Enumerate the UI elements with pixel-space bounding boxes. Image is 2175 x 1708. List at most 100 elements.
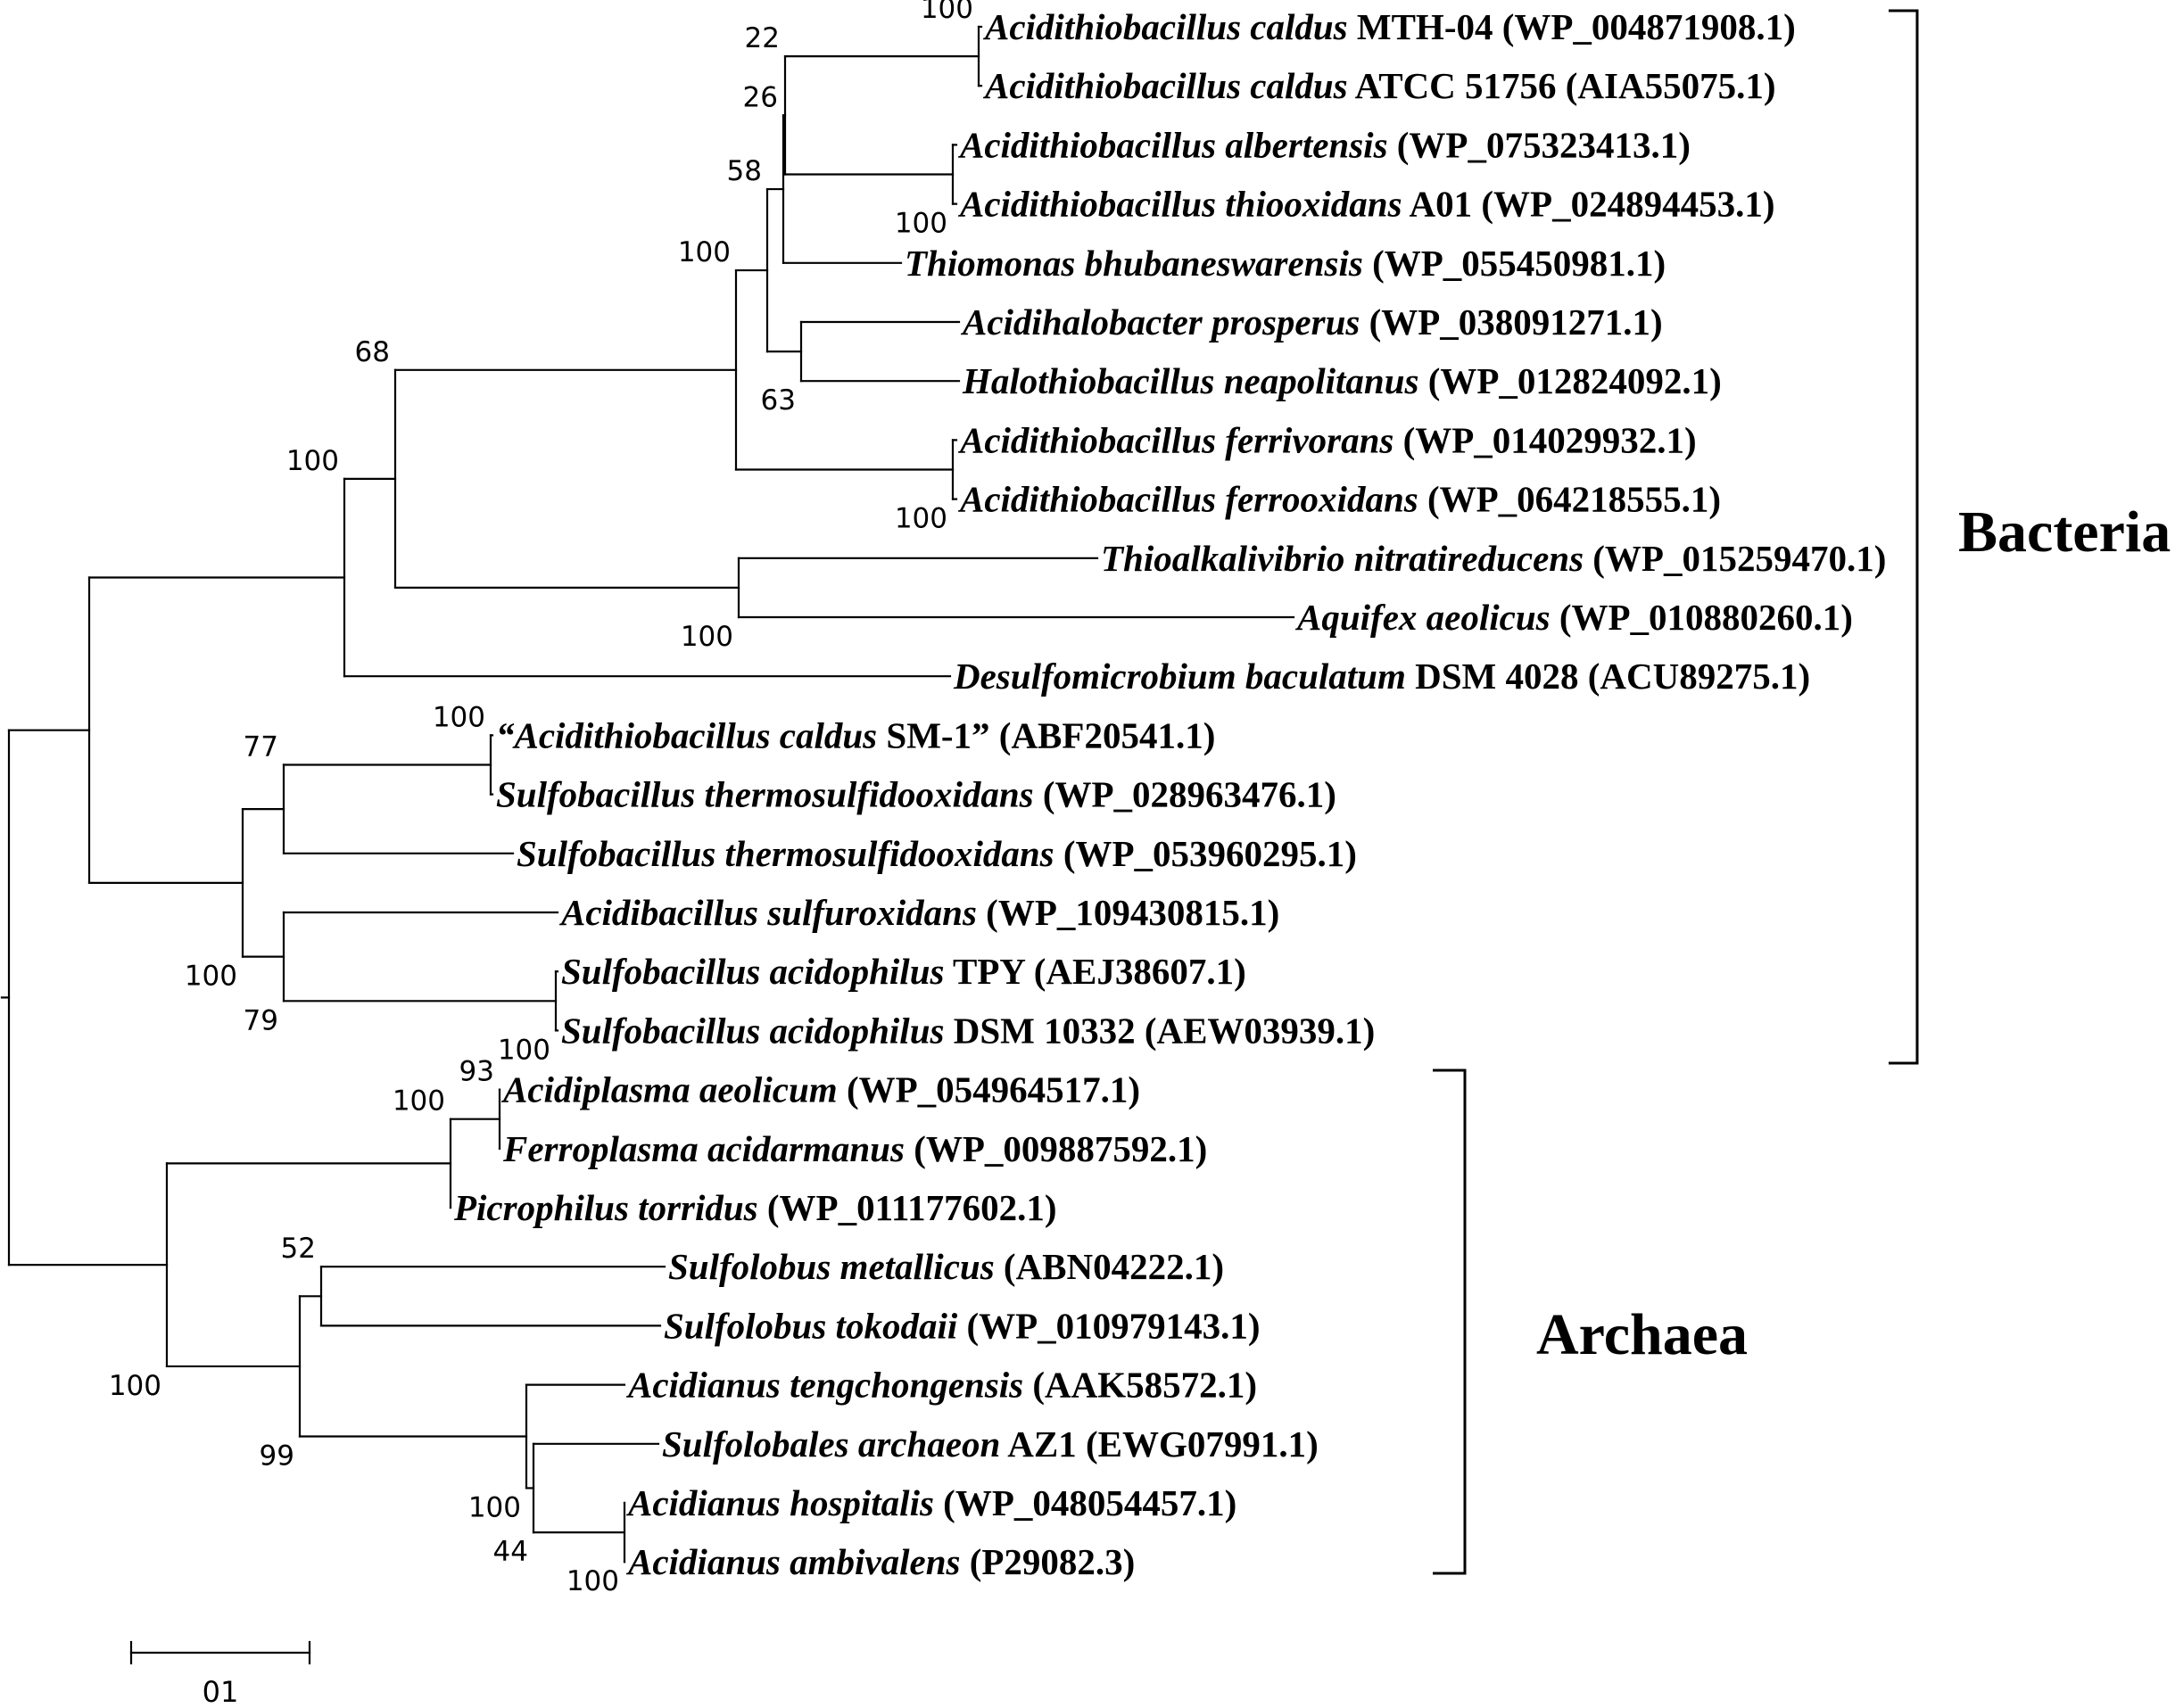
taxon-label: Desulfomicrobium baculatum DSM 4028 (ACU… — [953, 656, 1810, 697]
taxon-label: Acidibacillus sulfuroxidans (WP_10943081… — [558, 892, 1279, 933]
taxon-accession: (P29082.3) — [960, 1541, 1135, 1582]
support-value: 100 — [895, 503, 947, 535]
taxon-label: Thiomonas bhubaneswarensis (WP_055450981… — [905, 243, 1666, 284]
group-label-archaea: Archaea — [1536, 1302, 1748, 1367]
taxon-label: Acidianus tengchongensis (AAK58572.1) — [625, 1365, 1257, 1406]
taxon-accession: (WP_053960295.1) — [1054, 833, 1357, 874]
taxon-label: Thioalkalivibrio nitratireducens (WP_015… — [1101, 538, 1886, 579]
taxon-label: Acidithiobacillus thiooxidans A01 (WP_02… — [957, 184, 1774, 225]
support-value: 100 — [681, 621, 733, 653]
taxon-accession: ATCC 51756 (AIA55075.1) — [1348, 65, 1776, 106]
support-value: 79 — [244, 1004, 278, 1036]
support-value: 22 — [745, 22, 780, 54]
taxon-species: Acidithiobacillus albertensis — [957, 124, 1388, 165]
taxon-label: Sulfobacillus acidophilus DSM 10332 (AEW… — [561, 1010, 1375, 1051]
support-value: 68 — [355, 336, 390, 368]
taxon-species: Acidithiobacillus caldus — [982, 6, 1348, 47]
support-value: 100 — [566, 1565, 619, 1597]
support-value: 100 — [498, 1034, 550, 1066]
taxon-accession: (WP_010880260.1) — [1551, 597, 1853, 638]
taxon-accession: MTH-04 (WP_004871908.1) — [1348, 6, 1796, 47]
taxon-accession: DSM 4028 (ACU89275.1) — [1406, 656, 1810, 697]
taxon-species: Acidithiobacillus ferrivorans — [957, 419, 1393, 460]
support-value: 100 — [109, 1370, 161, 1402]
support-value: 63 — [761, 384, 796, 417]
taxon-species: Sulfolobus tokodaii — [664, 1305, 958, 1346]
taxon-accession: (WP_011177602.1) — [758, 1187, 1057, 1228]
taxon-species: Acidithiobacillus ferrooxidans — [957, 479, 1418, 520]
taxon-species: Sulfobacillus thermosulfidooxidans — [496, 774, 1034, 815]
archaea-bracket — [1433, 1069, 1467, 1575]
taxon-label: Sulfobacillus thermosulfidooxidans (WP_0… — [517, 833, 1357, 874]
support-value: 100 — [185, 961, 237, 993]
taxon-accession: (WP_064218555.1) — [1418, 479, 1721, 520]
taxon-accession: (WP_009887592.1) — [905, 1128, 1207, 1169]
taxon-accession: (WP_028963476.1) — [1034, 774, 1336, 815]
taxon-label: Sulfobacillus thermosulfidooxidans (WP_0… — [496, 774, 1336, 815]
taxon-species: Acidianus tengchongensis — [625, 1365, 1023, 1406]
taxon-accession: (WP_054964517.1) — [838, 1069, 1140, 1110]
taxon-species: Acidihalobacter prosperus — [960, 301, 1360, 342]
taxon-species: Acidithiobacillus caldus — [982, 65, 1348, 106]
taxon-accession: AZ1 (EWG07991.1) — [1000, 1423, 1319, 1465]
support-value: 26 — [743, 81, 778, 113]
taxon-label: Acidianus ambivalens (P29082.3) — [625, 1541, 1135, 1582]
taxon-species: Desulfomicrobium baculatum — [953, 656, 1406, 697]
group-label-bacteria: Bacteria — [1958, 499, 2171, 565]
taxon-species: Sulfolobales archaeon — [662, 1423, 1000, 1465]
taxon-accession: (WP_048054457.1) — [934, 1482, 1236, 1523]
support-value: 100 — [433, 701, 485, 733]
taxon-species: Thiomonas bhubaneswarensis — [905, 243, 1363, 284]
taxon-species: Halothiobacillus neapolitanus — [962, 360, 1418, 401]
support-value: 100 — [393, 1085, 445, 1118]
taxon-label: Sulfobacillus acidophilus TPY (AEJ38607.… — [561, 951, 1246, 992]
taxon-accession: DSM 10332 (AEW03939.1) — [944, 1010, 1375, 1051]
taxon-species: Aquifex aeolicus — [1294, 597, 1551, 638]
taxon-label: Acidiplasma aeolicum (WP_054964517.1) — [500, 1069, 1140, 1110]
taxon-accession: (WP_109430815.1) — [977, 892, 1279, 933]
support-value: 99 — [260, 1440, 294, 1473]
taxon-label: Acidithiobacillus caldus MTH-04 (WP_0048… — [982, 6, 1796, 47]
taxon-accession: (WP_038091271.1) — [1360, 301, 1662, 342]
taxon-label: Acidithiobacillus ferrooxidans (WP_06421… — [957, 479, 1721, 520]
taxon-label: Sulfolobus metallicus (ABN04222.1) — [668, 1246, 1224, 1287]
taxon-species: Sulfobacillus acidophilus — [561, 1010, 944, 1051]
taxon-accession: (ABN04222.1) — [995, 1246, 1224, 1287]
taxon-species: Sulfobacillus thermosulfidooxidans — [517, 833, 1054, 874]
bacteria-bracket — [1889, 9, 1919, 1065]
taxon-accession: A01 (WP_024894453.1) — [1402, 184, 1775, 225]
taxon-label: Acidihalobacter prosperus (WP_038091271.… — [960, 301, 1663, 342]
support-value: 100 — [468, 1491, 521, 1523]
taxon-label: Sulfolobus tokodaii (WP_010979143.1) — [664, 1305, 1261, 1346]
taxon-label: Acidianus hospitalis (WP_048054457.1) — [625, 1482, 1236, 1523]
taxon-label: Picrophilus torridus (WP_011177602.1) — [453, 1187, 1056, 1228]
taxon-species: “Acidithiobacillus caldus — [496, 714, 877, 755]
taxon-label: “Acidithiobacillus caldus SM-1” (ABF2054… — [496, 714, 1215, 755]
support-value: 44 — [493, 1536, 528, 1568]
taxon-accession: (WP_012824092.1) — [1418, 360, 1721, 401]
taxon-label: Acidithiobacillus ferrivorans (WP_014029… — [957, 419, 1697, 460]
taxon-labels: Acidithiobacillus caldus MTH-04 (WP_0048… — [453, 6, 1886, 1582]
support-value: 100 — [678, 236, 731, 268]
taxon-species: Ferroplasma acidarmanus — [502, 1128, 905, 1169]
support-value: 100 — [921, 0, 973, 25]
taxon-species: Picrophilus torridus — [453, 1187, 758, 1228]
support-value: 52 — [281, 1233, 316, 1265]
tree-branches — [0, 25, 1295, 1564]
taxon-label: Acidithiobacillus caldus ATCC 51756 (AIA… — [982, 65, 1776, 106]
support-value: 100 — [895, 208, 947, 240]
support-value: 77 — [244, 731, 278, 763]
taxon-species: Sulfobacillus acidophilus — [561, 951, 944, 992]
scale-bar-label: 01 — [203, 1675, 239, 1708]
support-value: 100 — [286, 445, 339, 477]
taxon-accession: (WP_010979143.1) — [957, 1305, 1260, 1346]
taxon-species: Acidibacillus sulfuroxidans — [558, 892, 977, 933]
taxon-species: Sulfolobus metallicus — [668, 1246, 995, 1287]
taxon-accession: (WP_014029932.1) — [1393, 419, 1696, 460]
taxon-species: Acidiplasma aeolicum — [500, 1069, 838, 1110]
taxon-species: Acidithiobacillus thiooxidans — [957, 184, 1402, 225]
support-value: 58 — [727, 155, 762, 187]
taxon-accession: (AAK58572.1) — [1023, 1365, 1257, 1406]
taxon-label: Ferroplasma acidarmanus (WP_009887592.1) — [502, 1128, 1207, 1169]
taxon-label: Aquifex aeolicus (WP_010880260.1) — [1294, 597, 1853, 638]
